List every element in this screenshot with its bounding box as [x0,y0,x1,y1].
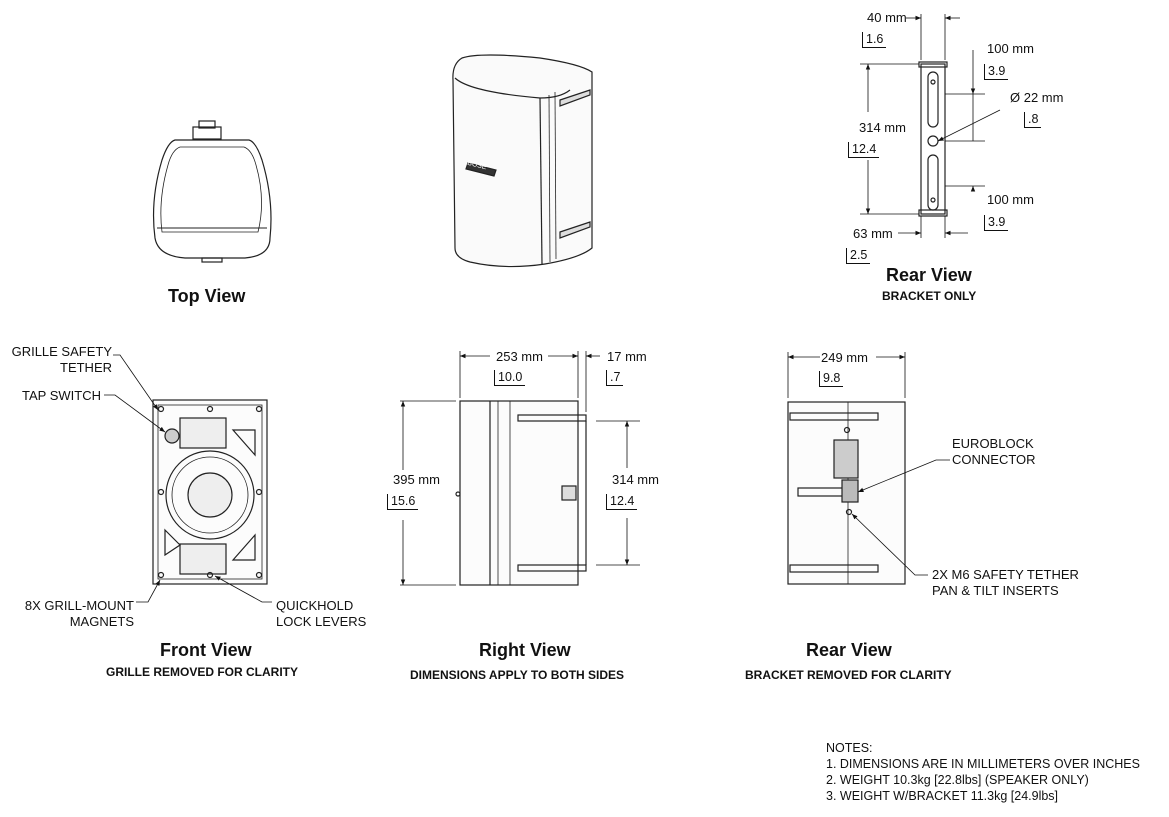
note-item: 3. WEIGHT W/BRACKET 11.3kg [24.9lbs] [826,789,1059,803]
right-bracket-mm: 314 mm [612,472,659,487]
rear-view-subtitle: BRACKET REMOVED FOR CLARITY [745,668,952,682]
right-view-title: Right View [479,640,571,660]
front-view-drawing [152,399,268,585]
right-view-drawing [455,400,587,586]
right-depth-mm: 253 mm [496,349,543,364]
right-offset-in: .7 [606,370,624,386]
front-view-title: Front View [160,640,252,660]
right-height-mm: 395 mm [393,472,440,487]
rear-width-in: 9.8 [819,371,844,387]
bracket-height-in: 12.4 [848,142,880,158]
bracket-rear-view-subtitle: BRACKET ONLY [882,289,977,303]
notes-heading: NOTES: [826,741,873,755]
top-view-title: Top View [168,286,246,306]
bracket-width-bottom-mm: 63 mm [853,226,893,241]
bracket-hole-dia-in: .8 [1024,112,1042,128]
bracket-width-bottom-in: 2.5 [846,248,871,264]
top-view-drawing [152,120,272,263]
notes-block: NOTES: 1. DIMENSIONS ARE IN MILLIMETERS … [826,740,1140,804]
rear-view-drawing [787,401,906,585]
bracket-width-top-mm: 40 mm [867,10,907,25]
note-item: 2. WEIGHT 10.3kg [22.8lbs] (SPEAKER ONLY… [826,773,1089,787]
bracket-width-top-in: 1.6 [862,32,887,48]
bracket-rear-view-title: Rear View [886,265,972,285]
right-height-in: 15.6 [387,494,419,510]
note-item: 1. DIMENSIONS ARE IN MILLIMETERS OVER IN… [826,757,1140,771]
right-offset-mm: 17 mm [607,349,647,364]
right-bracket-in: 12.4 [606,494,638,510]
bracket-hole-dia-mm: Ø 22 mm [1010,90,1064,105]
bracket-drawing [918,61,948,217]
tap-switch-label: TAP SWITCH [22,388,101,403]
bracket-slot-lower-mm: 100 mm [987,192,1034,207]
isometric-view-drawing [452,54,593,268]
right-view-subtitle: DIMENSIONS APPLY TO BOTH SIDES [410,668,625,682]
rear-view-title: Rear View [806,640,892,660]
bracket-slot-lower-in: 3.9 [984,215,1009,231]
front-view-subtitle: GRILLE REMOVED FOR CLARITY [106,665,298,679]
bracket-slot-upper-mm: 100 mm [987,41,1034,56]
bracket-height-mm: 314 mm [859,120,906,135]
right-depth-in: 10.0 [494,370,526,386]
rear-width-mm: 249 mm [821,350,868,365]
bracket-slot-upper-in: 3.9 [984,64,1009,80]
